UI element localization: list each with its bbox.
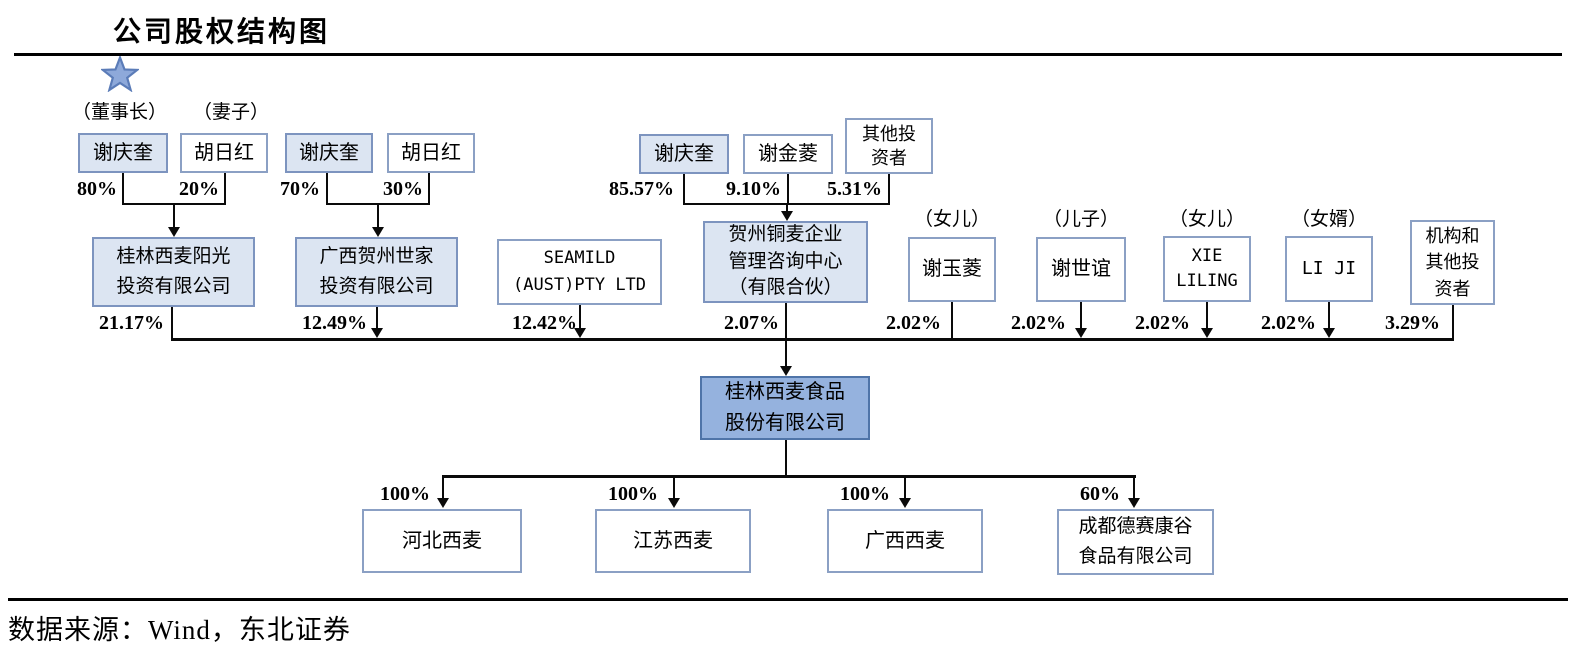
holder-box-guangxi-hezhou-shijia: 广西贺州世家 投资有限公司 xyxy=(295,237,458,307)
data-source-note: 数据来源：Wind，东北证券 xyxy=(8,615,351,645)
pct-subsidiary-4: 60% xyxy=(1080,483,1120,505)
arrowhead-icon xyxy=(781,211,793,221)
connector-line xyxy=(785,440,787,475)
arrowhead-icon xyxy=(168,227,180,237)
relation-label-son-in-law: （女婿） xyxy=(1290,209,1367,230)
pct-g2-owner1: 70% xyxy=(280,178,320,200)
owner-box-g1-xieqingkui: 谢庆奎 xyxy=(78,133,168,173)
connector-line xyxy=(786,203,788,212)
connector-line xyxy=(122,173,124,203)
connector-line xyxy=(683,174,685,203)
pct-holder-9: 3.29% xyxy=(1385,312,1440,334)
connector-line xyxy=(785,341,787,367)
pct-holder-2: 12.49% xyxy=(302,312,367,334)
connector-line xyxy=(787,174,789,203)
connector-line xyxy=(951,302,953,338)
subsidiary-box-chengdu-desai-kanggu: 成都德赛康谷 食品有限公司 xyxy=(1057,509,1214,575)
connector-line xyxy=(326,173,328,203)
owner-box-g3-other-investors: 其他投 资者 xyxy=(845,118,933,174)
chairman-label: （董事长） xyxy=(72,102,168,123)
pct-holder-8: 2.02% xyxy=(1261,312,1316,334)
relation-label-daughter-2: （女儿） xyxy=(1168,209,1245,230)
pct-subsidiary-1: 100% xyxy=(380,483,430,505)
pct-g1-owner1: 80% xyxy=(77,178,117,200)
connector-line xyxy=(904,478,906,499)
star-icon xyxy=(101,56,139,92)
pct-holder-6: 2.02% xyxy=(1011,312,1066,334)
connector-line xyxy=(1080,302,1082,330)
relation-label-daughter-1: （女儿） xyxy=(913,209,990,230)
pct-g1-owner2: 20% xyxy=(179,178,219,200)
holder-box-li-ji: LI JI xyxy=(1285,236,1373,302)
connector-line xyxy=(1133,478,1135,499)
arrowhead-icon xyxy=(574,328,586,338)
owner-box-g3-xieqingkui: 谢庆奎 xyxy=(639,134,729,174)
wife-label: （妻子） xyxy=(193,102,270,123)
subsidiary-box-hebei-ximai: 河北西麦 xyxy=(362,509,522,573)
connector-line xyxy=(673,478,675,499)
collector-line-shareholders xyxy=(171,338,1454,341)
arrowhead-icon xyxy=(371,328,383,338)
pct-holder-1: 21.17% xyxy=(99,312,164,334)
connector-line xyxy=(1452,305,1454,338)
pct-holder-4: 2.07% xyxy=(724,312,779,334)
connector-line xyxy=(579,305,581,330)
subsidiary-box-jiangsu-ximai: 江苏西麦 xyxy=(595,509,751,573)
pct-subsidiary-2: 100% xyxy=(608,483,658,505)
arrowhead-icon xyxy=(1128,498,1140,508)
pct-holder-5: 2.02% xyxy=(886,312,941,334)
arrowhead-icon xyxy=(1323,328,1335,338)
arrowhead-icon xyxy=(780,366,792,376)
pct-subsidiary-3: 100% xyxy=(840,483,890,505)
pct-g3-owner2: 9.10% xyxy=(726,178,781,200)
company-box-guilin-ximai-food: 桂林西麦食品 股份有限公司 xyxy=(700,376,870,440)
pct-g3-owner3: 5.31% xyxy=(827,178,882,200)
bottom-divider xyxy=(8,598,1568,601)
connector-line xyxy=(224,173,226,203)
holder-box-xieshiyi: 谢世谊 xyxy=(1036,237,1126,302)
holder-box-seamild-aust: SEAMILD (AUST)PTY LTD xyxy=(497,239,662,305)
arrowhead-icon xyxy=(437,498,449,508)
owner-box-g2-hurihong: 胡日红 xyxy=(387,133,475,173)
connector-line xyxy=(888,174,890,203)
pct-g2-owner2: 30% xyxy=(383,178,423,200)
connector-line xyxy=(1206,302,1208,330)
top-divider xyxy=(14,53,1562,56)
connector-line xyxy=(377,203,379,228)
holder-box-xie-liling: XIE LILING xyxy=(1163,236,1251,302)
connector-line xyxy=(173,203,175,228)
collector-line-subsidiaries xyxy=(442,475,1136,478)
connector-line xyxy=(171,307,173,338)
owner-box-g2-xieqingkui: 谢庆奎 xyxy=(285,133,373,173)
pct-holder-3: 12.42% xyxy=(512,312,577,334)
connector-line xyxy=(376,307,378,330)
holder-box-guilin-ximai-sunshine: 桂林西麦阳光 投资有限公司 xyxy=(92,237,255,307)
relation-label-son: （儿子） xyxy=(1042,209,1119,230)
connector-line xyxy=(785,303,787,338)
holder-box-xieyuling: 谢玉菱 xyxy=(908,237,996,302)
holder-box-hezhou-tongmai: 贺州铜麦企业 管理咨询中心 （有限合伙） xyxy=(703,221,868,303)
connector-line xyxy=(442,478,444,499)
pct-holder-7: 2.02% xyxy=(1135,312,1190,334)
arrowhead-icon xyxy=(1201,328,1213,338)
page-title: 公司股权结构图 xyxy=(113,17,331,48)
subsidiary-box-guangxi-ximai: 广西西麦 xyxy=(827,509,983,573)
arrowhead-icon xyxy=(668,498,680,508)
connector-line xyxy=(1328,302,1330,330)
connector-line xyxy=(428,173,430,203)
arrowhead-icon xyxy=(899,498,911,508)
pct-g3-owner1: 85.57% xyxy=(609,178,674,200)
arrowhead-icon xyxy=(1075,328,1087,338)
arrowhead-icon xyxy=(372,227,384,237)
owner-box-g1-hurihong: 胡日红 xyxy=(180,133,268,173)
holder-box-institutions-other-investors: 机构和 其他投 资者 xyxy=(1410,220,1495,305)
owner-box-g3-xiejinling: 谢金菱 xyxy=(743,134,833,174)
